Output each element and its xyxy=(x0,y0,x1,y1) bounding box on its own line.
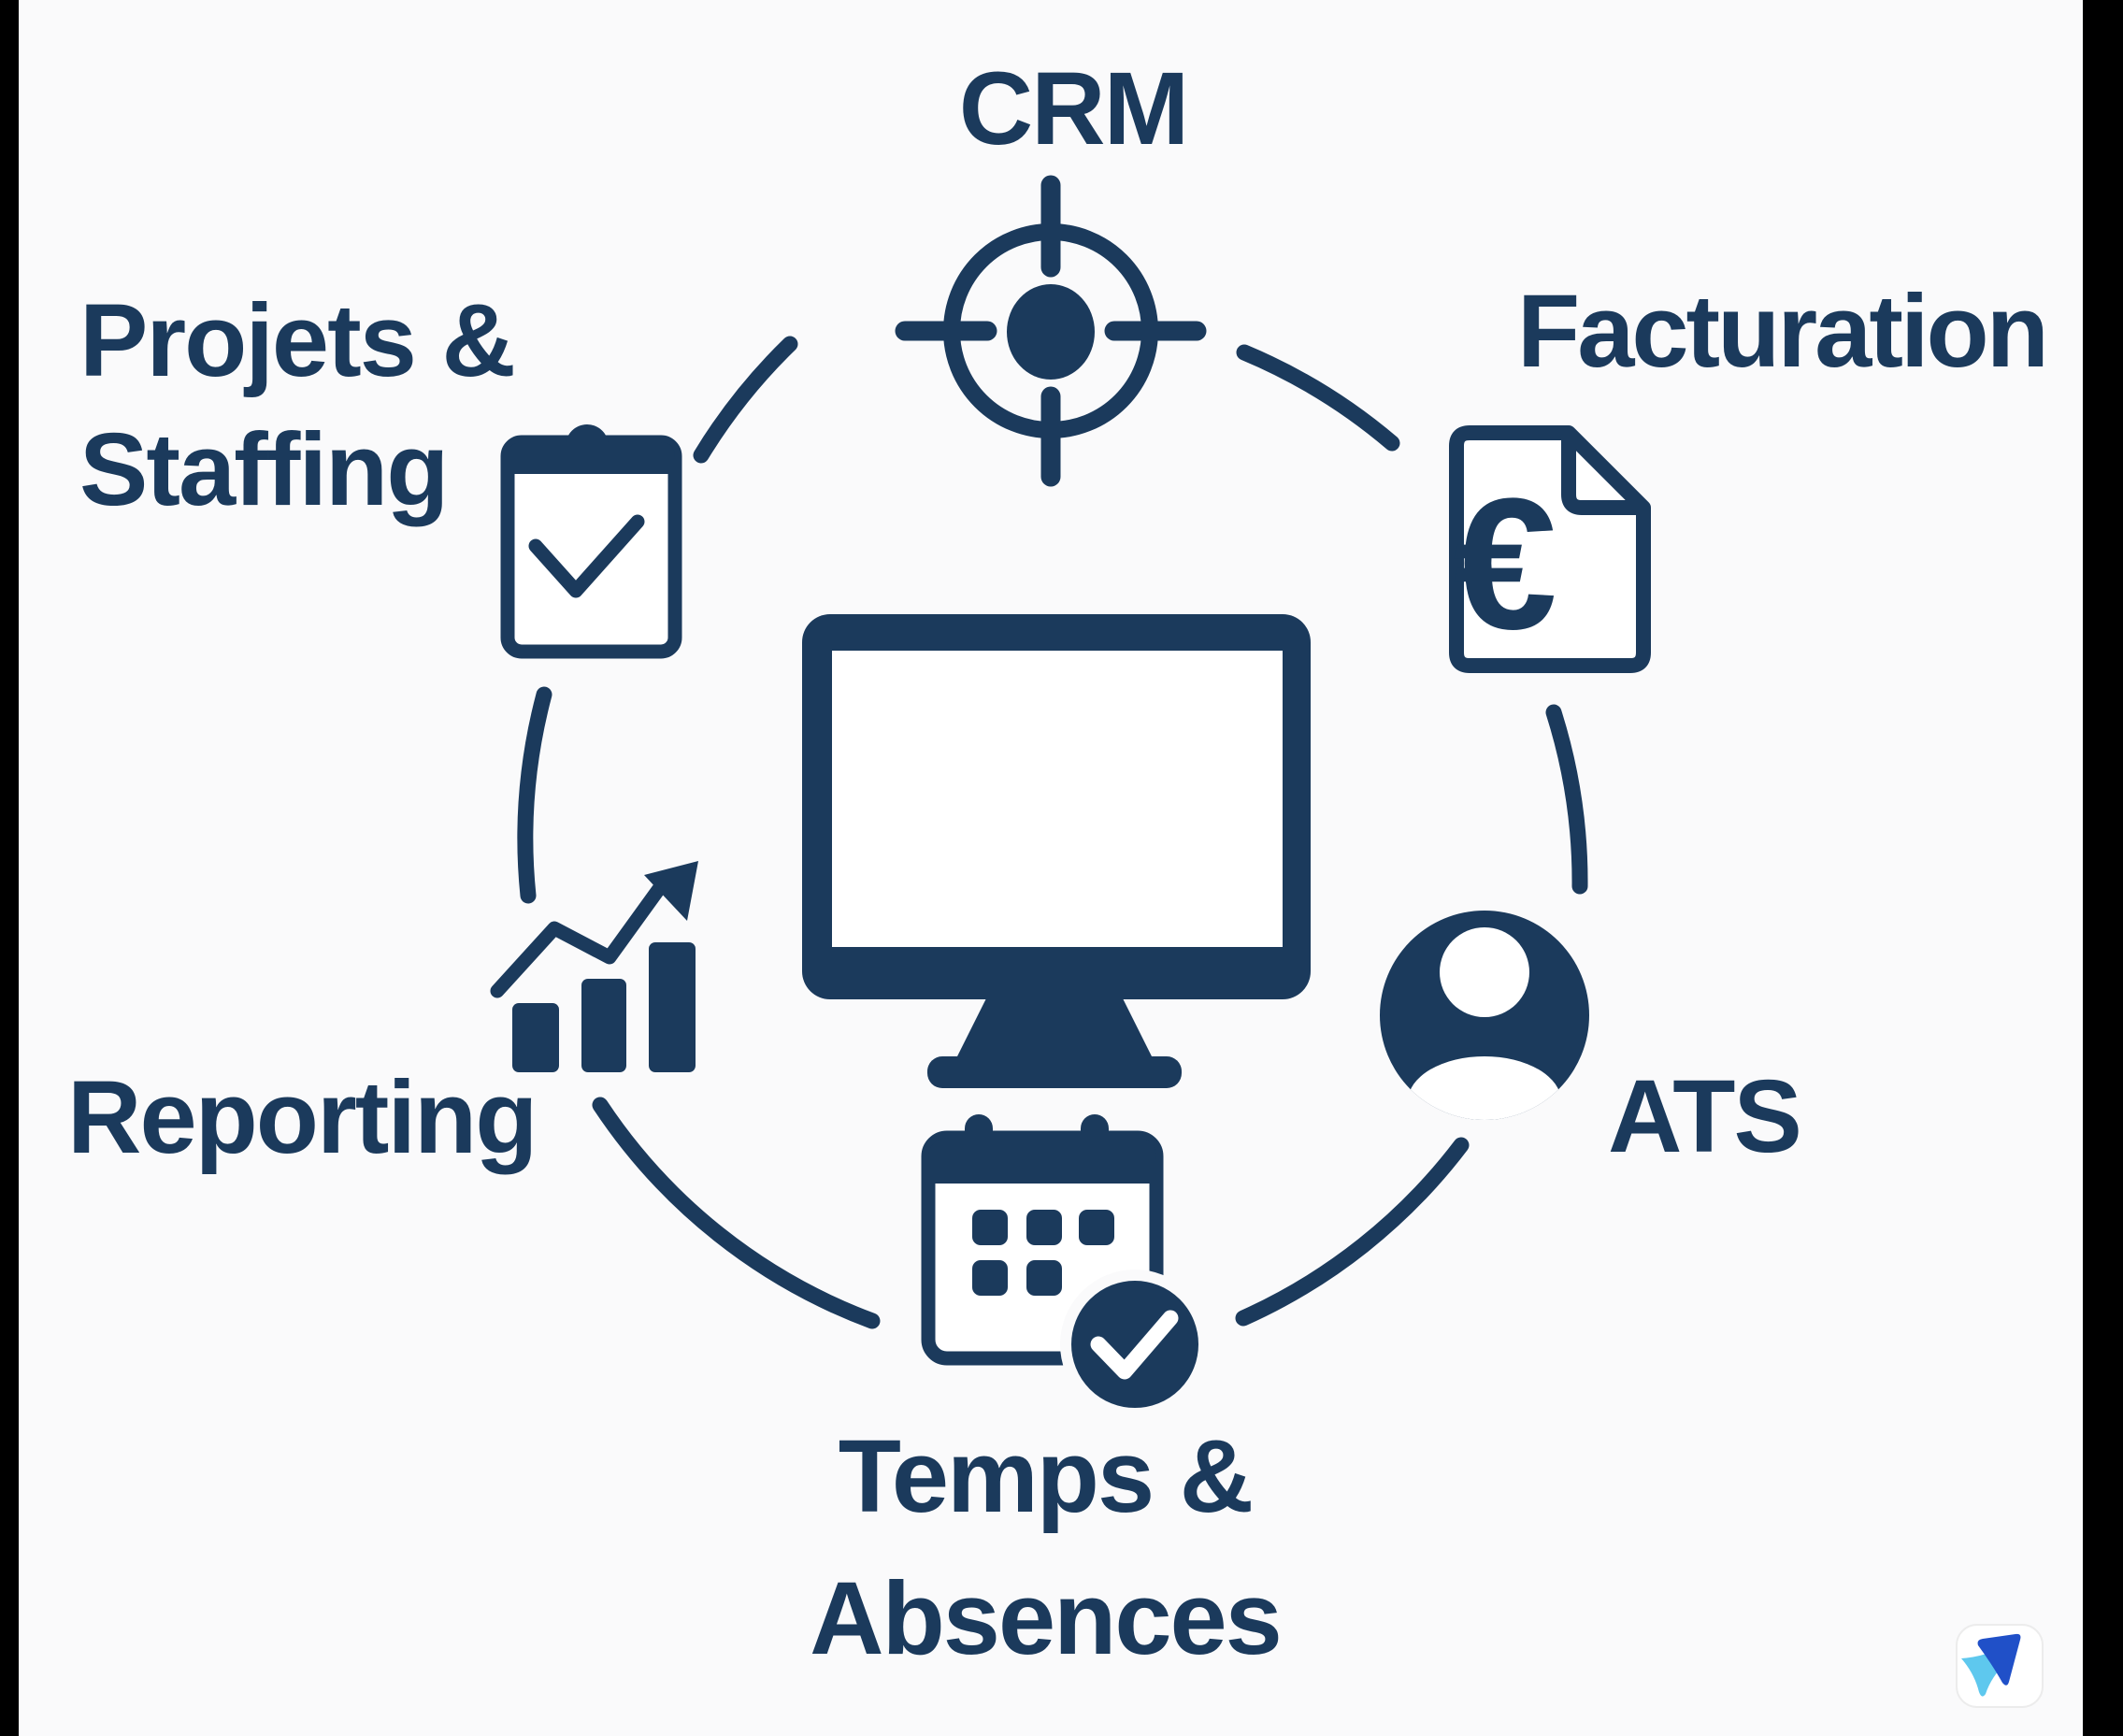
connector-arc xyxy=(1235,1137,1470,1327)
connector-arc xyxy=(592,1097,881,1329)
label-ats: ATS xyxy=(1608,1059,1802,1174)
label-facturation: Facturation xyxy=(1517,274,2049,389)
clipboard-check-icon xyxy=(500,424,682,659)
target-icon xyxy=(895,175,1207,487)
logo-arrow xyxy=(1977,1633,2021,1686)
label-projets-line1: Projets & xyxy=(79,283,516,398)
connector-arc xyxy=(1545,704,1588,895)
calendar-check-icon xyxy=(921,1114,1210,1419)
label-projets-staffing: Projets & Staffing xyxy=(79,277,516,535)
bar-chart-icon xyxy=(490,861,698,1072)
label-temps-absences: Temps & Absences xyxy=(810,1406,1283,1690)
connector-arc xyxy=(1236,344,1400,452)
pillarbox-left xyxy=(0,0,19,1736)
label-projets-line2: Staffing xyxy=(79,412,449,527)
euro-symbol: € xyxy=(1453,460,1556,668)
connector-arc xyxy=(693,336,798,464)
user-icon xyxy=(1380,911,1589,1120)
label-reporting: Reporting xyxy=(67,1060,538,1175)
pillarbox-right xyxy=(2083,0,2123,1736)
label-temps-line2: Absences xyxy=(810,1561,1283,1676)
connector-arcs xyxy=(517,336,1588,1329)
monitor-icon xyxy=(802,614,1311,1088)
label-temps-line1: Temps & xyxy=(838,1419,1254,1534)
arrow-logo xyxy=(1956,1624,2044,1708)
connector-arc xyxy=(517,686,552,904)
invoice-euro-icon: € xyxy=(1449,425,1651,673)
label-crm: CRM xyxy=(958,51,1190,166)
